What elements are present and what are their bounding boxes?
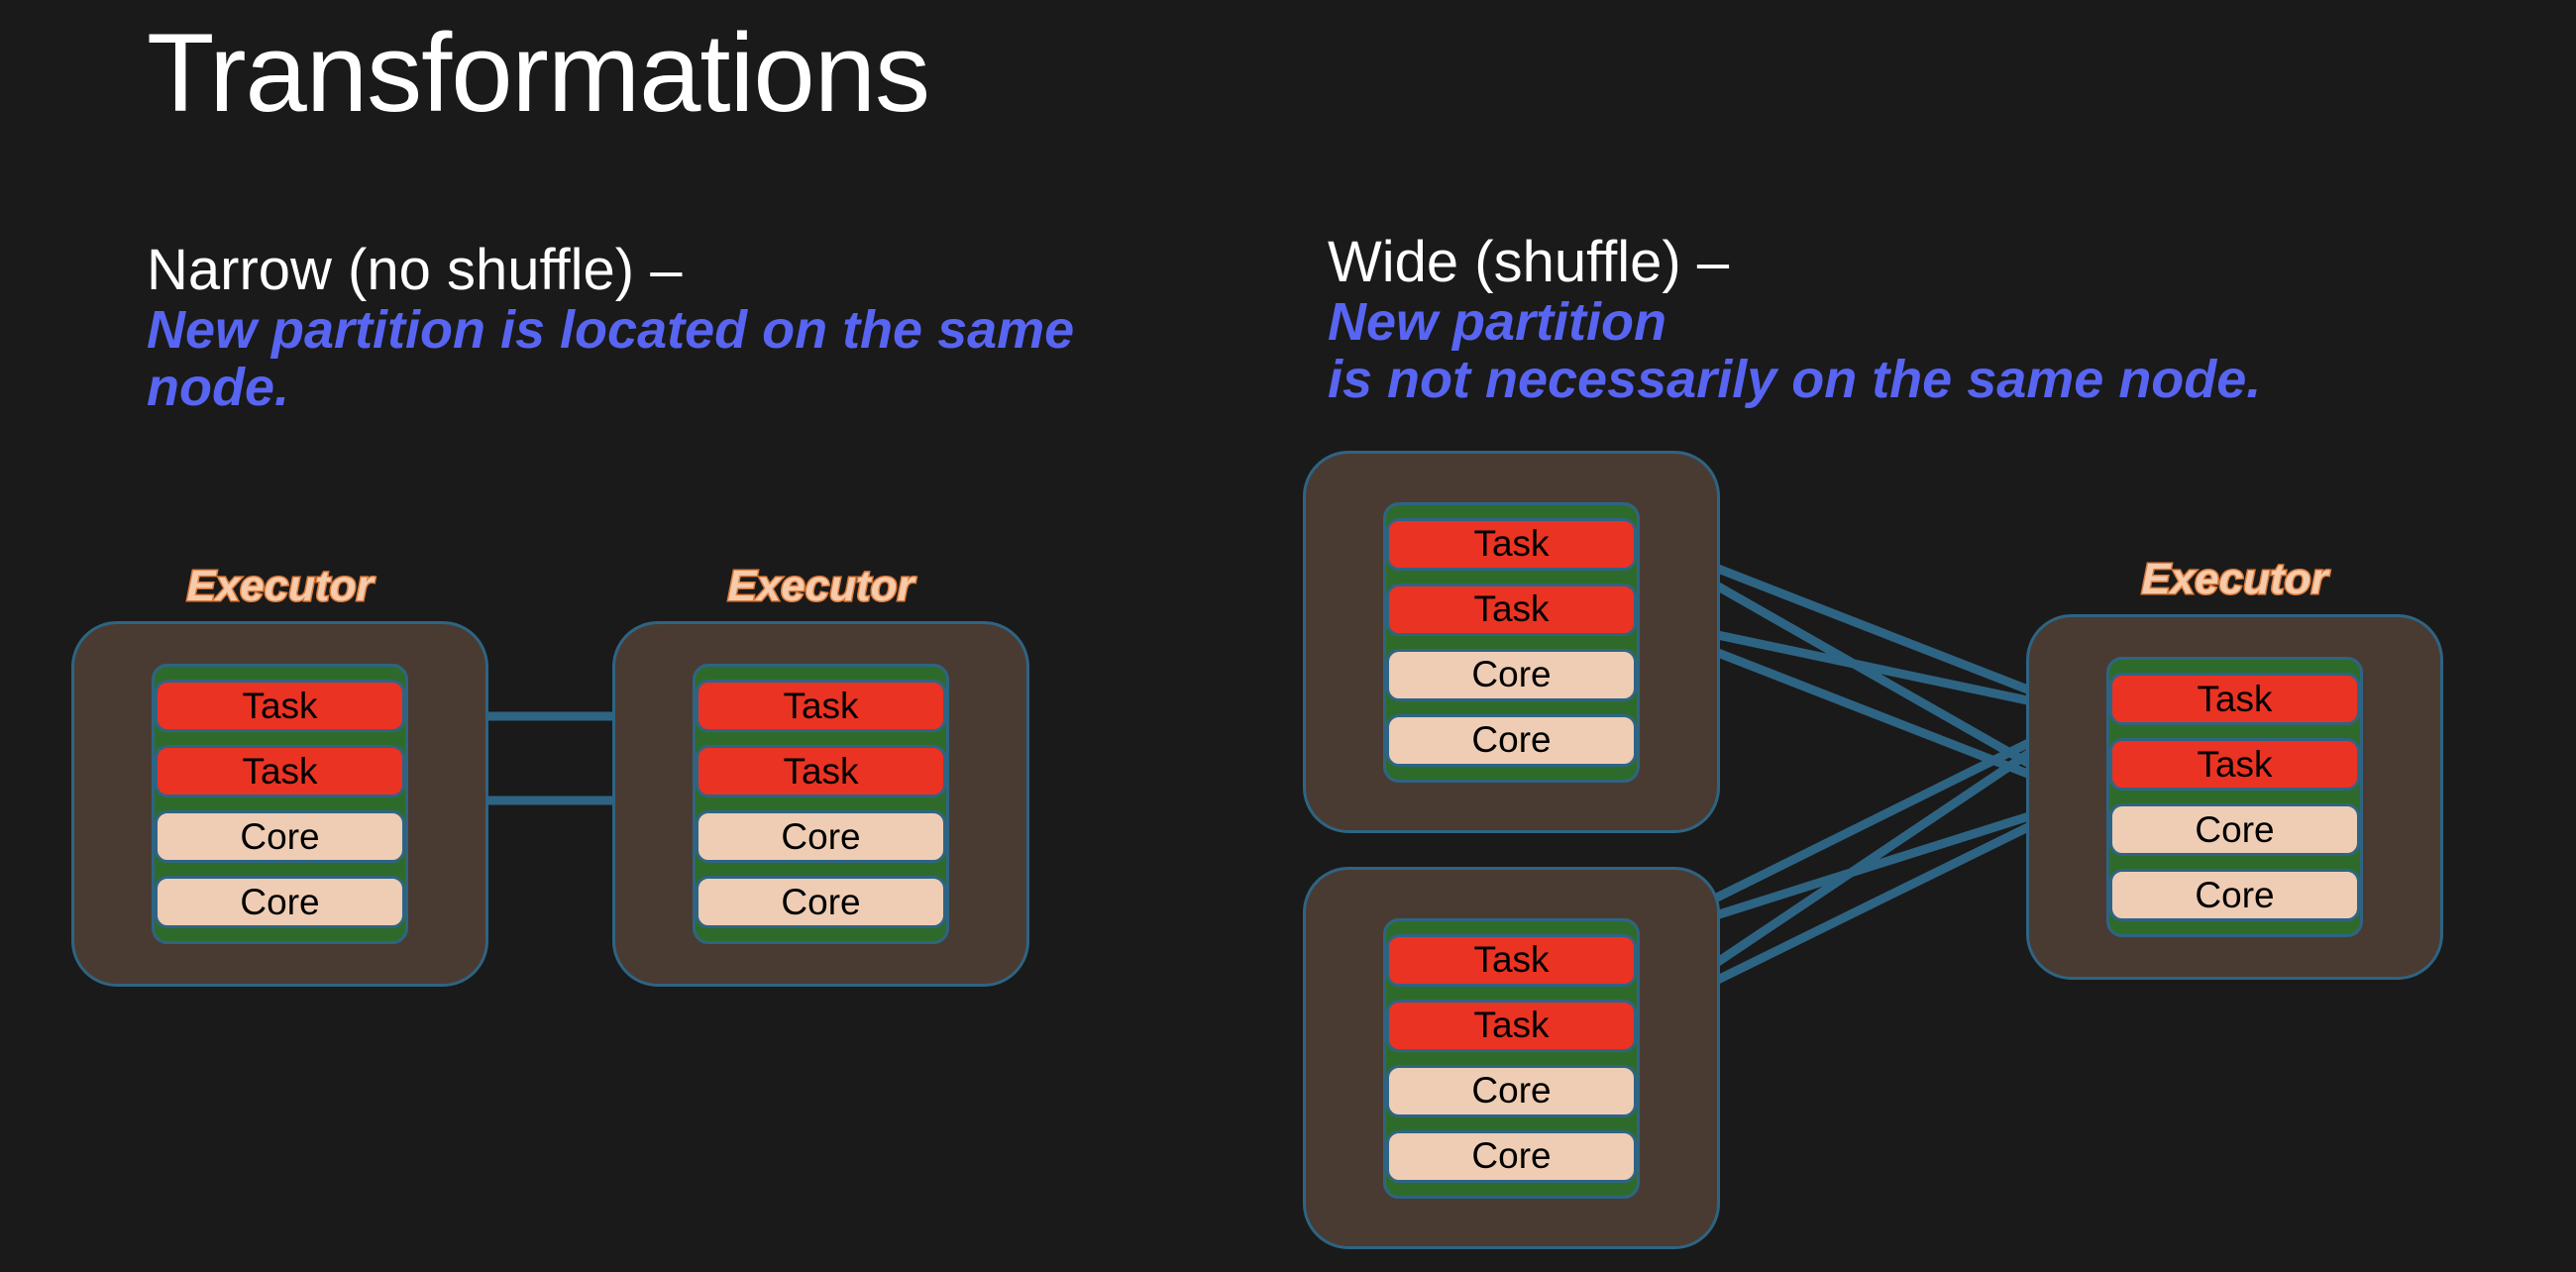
section-heading-wide: Wide (shuffle) – New partition is not ne…: [1328, 230, 2262, 410]
narrow-subtitle-line-2: node.: [147, 358, 289, 418]
task-slot[interactable]: Task: [2109, 738, 2360, 791]
narrow-subtitle-line-1: New partition is located on the same: [147, 299, 1075, 360]
core-slot[interactable]: Core: [155, 810, 405, 863]
executor-label: Executor: [2140, 554, 2329, 605]
core-slot[interactable]: Core: [155, 876, 405, 928]
wide-subtitle-line-1: New partition: [1328, 291, 1667, 352]
wide-heading: Wide (shuffle) –: [1328, 230, 1730, 294]
core-slot[interactable]: Core: [1386, 1129, 1637, 1183]
narrow-heading: Narrow (no shuffle) –: [147, 238, 683, 302]
core-slot[interactable]: Core: [1386, 713, 1637, 767]
task-slot[interactable]: Task: [155, 680, 405, 732]
task-slot[interactable]: Task: [2109, 673, 2360, 725]
task-slot[interactable]: Task: [696, 745, 946, 797]
core-slot[interactable]: Core: [2109, 803, 2360, 856]
task-slot[interactable]: Task: [696, 680, 946, 732]
core-slot[interactable]: Core: [696, 810, 946, 863]
page-title: Transformations: [147, 11, 930, 135]
core-slot[interactable]: Core: [696, 876, 946, 928]
task-slot[interactable]: Task: [155, 745, 405, 797]
section-heading-narrow: Narrow (no shuffle) – New partition is l…: [147, 238, 1075, 418]
task-slot[interactable]: Task: [1386, 933, 1637, 987]
core-slot[interactable]: Core: [1386, 1064, 1637, 1117]
executor-label: Executor: [726, 561, 915, 612]
core-slot[interactable]: Core: [1386, 648, 1637, 701]
task-slot[interactable]: Task: [1386, 517, 1637, 571]
core-slot[interactable]: Core: [2109, 869, 2360, 921]
task-slot[interactable]: Task: [1386, 999, 1637, 1052]
task-slot[interactable]: Task: [1386, 583, 1637, 636]
executor-label: Executor: [185, 561, 375, 612]
wide-subtitle-line-2: is not necessarily on the same node.: [1328, 350, 2262, 410]
